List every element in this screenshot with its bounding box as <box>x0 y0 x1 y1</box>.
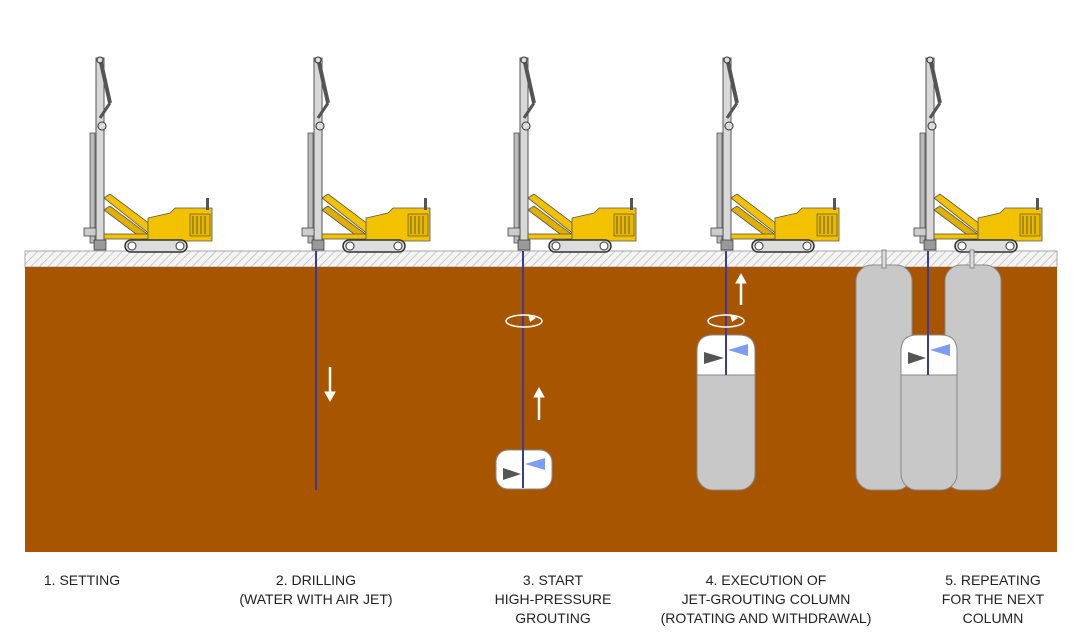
rotation-icon <box>505 314 745 328</box>
drilling-rig-5 <box>912 55 1044 254</box>
direction-arrows <box>324 272 747 420</box>
drill-rods <box>315 251 929 490</box>
step-label-2: 2. DRILLING(WATER WITH AIR JET) <box>239 572 393 607</box>
ground-surface <box>24 250 1058 268</box>
step-label-1: 1. SETTING <box>43 572 121 588</box>
jet-nozzles <box>503 344 950 480</box>
drilling-rig-1 <box>82 55 214 254</box>
drilling-rig-4 <box>709 55 841 254</box>
drilling-rig-2 <box>300 55 432 254</box>
drilling-rig-3 <box>506 55 638 254</box>
